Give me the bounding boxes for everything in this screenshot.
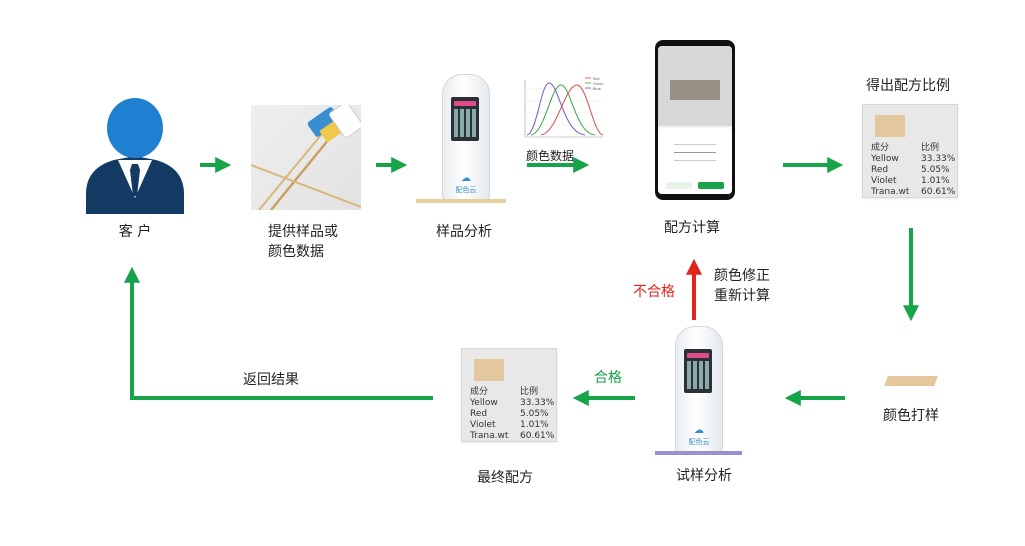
ratio-swatch [875, 115, 905, 137]
color-data-label: 颜色数据 [526, 149, 575, 163]
provide-label-line2: 颜色数据 [268, 244, 324, 260]
get-ratio-label: 得出配方比例 [866, 78, 950, 94]
return-result-label: 返回结果 [243, 372, 299, 388]
final-formula-label: 最终配方 [477, 470, 533, 486]
device-logo-trial: 配色云 [688, 438, 710, 446]
correct-label-line2: 重新计算 [714, 288, 770, 304]
trial-base [655, 451, 742, 455]
legend-red: Red [593, 77, 600, 81]
formula-calc-label: 配方计算 [664, 220, 720, 236]
customer-label: 客 户 [118, 224, 152, 240]
provide-label-line1: 提供样品或 [268, 224, 338, 240]
sample-base [416, 199, 506, 203]
legend-blue: Blue [593, 87, 601, 91]
sample-photo [251, 105, 361, 210]
spectral-chart: Red Green Blue [524, 77, 604, 138]
fail-label: 不合格 [633, 284, 675, 300]
legend-green: Green [593, 82, 604, 86]
phone-app-screenshot [655, 40, 735, 200]
pass-label: 合格 [594, 370, 622, 386]
correct-label-line1: 颜色修正 [714, 268, 770, 284]
sample-analysis-label: 样品分析 [436, 224, 492, 240]
device-logo: 配色云 [455, 186, 477, 194]
colorimeter-device: ☁ 配色云 [442, 74, 490, 200]
colorimeter-device-trial: ☁ 配色云 [675, 326, 723, 452]
customer-person-icon [86, 98, 184, 214]
color-proof-label: 颜色打样 [883, 408, 939, 424]
trial-analysis-label: 试样分析 [676, 468, 732, 484]
arrow-return-to-customer [124, 266, 433, 400]
proof-swatch [884, 376, 938, 386]
final-swatch [474, 359, 504, 381]
